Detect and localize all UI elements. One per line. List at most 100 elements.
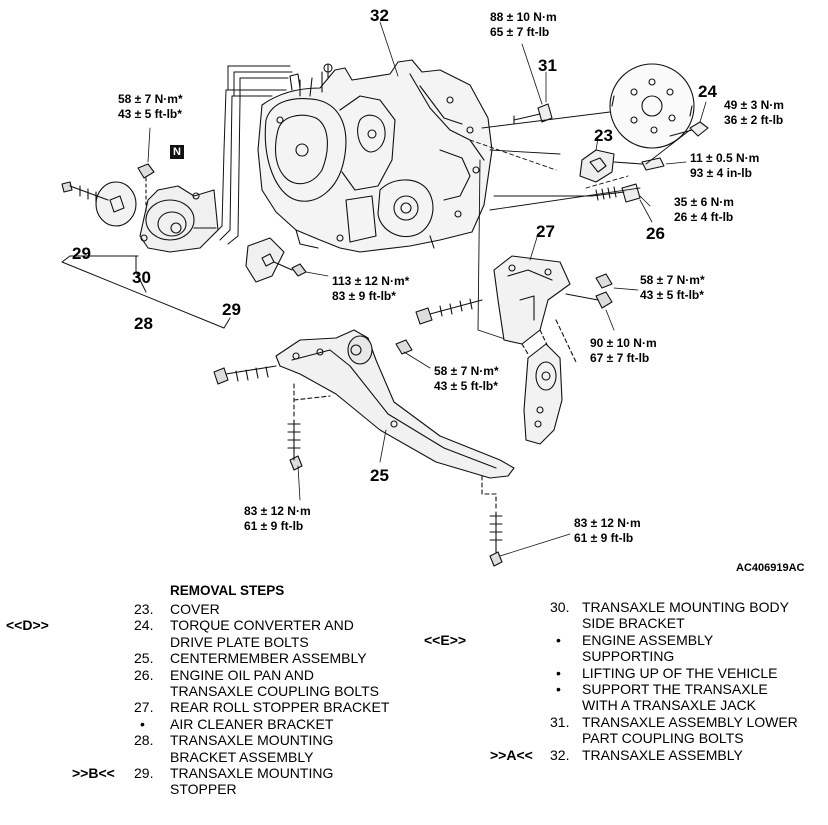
torque-label-bolt-bottom-left: 83 ± 12 N·m 61 ± 9 ft-lb xyxy=(244,504,311,534)
step-row: PART COUPLING BOLTS xyxy=(410,730,828,746)
torque-metric: 49 ± 3 N·m xyxy=(724,98,784,112)
bolt-vertical-right xyxy=(481,475,503,567)
centermember-25 xyxy=(275,329,515,479)
step-row: 27. REAR ROLL STOPPER BRACKET xyxy=(0,699,420,715)
torque-imperial: 43 ± 5 ft-lb* xyxy=(434,379,498,393)
torque-imperial: 36 ± 2 ft-lb xyxy=(724,113,784,127)
step-text: STOPPER xyxy=(170,781,237,798)
step-text: TORQUE CONVERTER AND xyxy=(170,617,354,634)
bolt-left xyxy=(61,181,109,203)
rear-mount xyxy=(523,343,563,445)
step-row: STOPPER xyxy=(0,781,420,797)
part-number-28: 28 xyxy=(134,314,153,333)
torque-label-bolt-bottom-right: 83 ± 12 N·m 61 ± 9 ft-lb xyxy=(574,516,641,546)
leader-lines xyxy=(147,21,707,557)
step-text: BRACKET ASSEMBLY xyxy=(170,748,314,765)
step-row: >>B<<29.TRANSAXLE MOUNTING xyxy=(0,765,420,781)
step-text: TRANSAXLE MOUNTING xyxy=(170,764,334,781)
step-row: SUPPORTING xyxy=(410,648,828,664)
step-number: 28. xyxy=(134,732,154,749)
torque-metric: 35 ± 6 N·m xyxy=(674,195,734,209)
part-number-25: 25 xyxy=(370,466,389,485)
torque-metric: 83 ± 12 N·m xyxy=(244,504,311,518)
drive-plate-drawing xyxy=(609,63,695,149)
torque-label-26: 35 ± 6 N·m 26 ± 4 ft-lb xyxy=(674,195,734,225)
part-number-32: 32 xyxy=(370,6,389,25)
bolts-27 xyxy=(415,273,613,325)
torque-metric: 90 ± 10 N·m xyxy=(590,336,657,350)
step-number: 27. xyxy=(134,699,154,716)
step-text: SUPPORT THE TRANSAXLE xyxy=(582,680,768,697)
torque-imperial: 67 ± 7 ft-lb xyxy=(590,351,650,365)
roll-stopper-bracket-27 xyxy=(493,255,577,365)
stopper-29-right xyxy=(245,237,307,283)
step-number: • xyxy=(140,715,145,732)
stopper-29-left xyxy=(95,181,137,227)
step-number: 29. xyxy=(134,764,154,781)
torque-imperial: 93 ± 4 in-lb xyxy=(690,166,752,180)
step-text: TRANSAXLE ASSEMBLY xyxy=(582,746,743,763)
step-text: ENGINE ASSEMBLY xyxy=(582,631,714,648)
cover-23 xyxy=(579,149,665,183)
step-text: SIDE BRACKET xyxy=(582,615,685,632)
step-text: TRANSAXLE MOUNTING xyxy=(170,732,334,749)
part-number-24: 24 xyxy=(698,82,717,101)
assembly-lines xyxy=(469,111,691,341)
step-text: AIR CLEANER BRACKET xyxy=(170,715,334,732)
torque-label-31: 88 ± 10 N·m 65 ± 7 ft-lb xyxy=(490,10,557,40)
torque-imperial: 61 ± 9 ft-lb xyxy=(244,519,304,533)
step-number: 26. xyxy=(134,666,154,683)
part-number-29-right: 29 xyxy=(222,300,241,319)
torque-imperial: 43 ± 5 ft-lb* xyxy=(640,288,704,302)
torque-label-25-nut: 58 ± 7 N·m* 43 ± 5 ft-lb* xyxy=(434,364,499,394)
step-row: 25.CENTERMEMBER ASSEMBLY xyxy=(0,650,420,666)
torque-metric: 83 ± 12 N·m xyxy=(574,516,641,530)
part-number-30: 30 xyxy=(132,268,151,287)
step-number: 31. xyxy=(550,713,570,730)
bolt-vertical-left xyxy=(287,383,331,471)
torque-metric: 11 ± 0.5 N·m xyxy=(690,151,760,165)
transaxle-assembly-drawing xyxy=(257,59,493,253)
step-marker: >>A<< xyxy=(490,746,533,763)
note-marker-n: N xyxy=(170,145,184,159)
step-row: 31.TRANSAXLE ASSEMBLY LOWER xyxy=(410,714,828,730)
step-row: <<E>>•ENGINE ASSEMBLY xyxy=(410,632,828,648)
step-row: >>A<<32.TRANSAXLE ASSEMBLY xyxy=(410,747,828,763)
torque-imperial: 83 ± 9 ft-lb* xyxy=(332,289,396,303)
torque-label-29: 113 ± 12 N·m* 83 ± 9 ft-lb* xyxy=(332,274,409,304)
step-number: • xyxy=(556,680,561,697)
step-number: 30. xyxy=(550,599,570,615)
step-number: 23. xyxy=(134,601,154,617)
step-text: CENTERMEMBER ASSEMBLY xyxy=(170,650,367,667)
step-row: • SUPPORT THE TRANSAXLE xyxy=(410,681,828,697)
nut-top-left xyxy=(137,163,155,213)
torque-label-27-nut: 58 ± 7 N·m* 43 ± 5 ft-lb* xyxy=(640,273,705,303)
step-marker: <<D>> xyxy=(6,617,49,634)
removal-steps-left: REMOVAL STEPS 23.COVER<<D>>24.TORQUE CON… xyxy=(0,583,420,798)
step-text: TRANSAXLE COUPLING BOLTS xyxy=(170,682,380,699)
bolt-25-left xyxy=(213,365,277,385)
step-text: COVER xyxy=(170,601,220,617)
step-text: REAR ROLL STOPPER BRACKET xyxy=(170,699,390,716)
step-row: • AIR CLEANER BRACKET xyxy=(0,716,420,732)
figure-code: AC406919AC xyxy=(736,562,805,574)
step-number: • xyxy=(556,664,561,681)
step-row: 28. TRANSAXLE MOUNTING xyxy=(0,732,420,748)
part-number-29-left: 29 xyxy=(72,244,91,263)
step-marker: <<E>> xyxy=(424,631,467,648)
torque-imperial: 26 ± 4 ft-lb xyxy=(674,210,734,224)
part-number-23: 23 xyxy=(594,126,613,145)
step-number: 24. xyxy=(134,617,154,634)
step-row: <<D>> 24. TORQUE CONVERTER AND xyxy=(0,617,420,633)
torque-imperial: 61 ± 9 ft-lb xyxy=(574,531,634,545)
bracket-28 xyxy=(61,255,231,329)
step-row: BRACKET ASSEMBLY xyxy=(0,749,420,765)
step-row: 30.TRANSAXLE MOUNTING BODY xyxy=(410,599,828,615)
step-text: PART COUPLING BOLTS xyxy=(582,730,744,747)
part-number-26: 26 xyxy=(646,224,665,243)
torque-label-nut-left: 58 ± 7 N·m* 43 ± 5 ft-lb* xyxy=(118,92,183,122)
step-row: •LIFTING UP OF THE VEHICLE xyxy=(410,665,828,681)
step-text: WITH A TRANSAXLE JACK xyxy=(582,697,757,714)
step-text: ENGINE OIL PAN AND xyxy=(170,666,314,683)
step-row: SIDE BRACKET xyxy=(410,615,828,631)
